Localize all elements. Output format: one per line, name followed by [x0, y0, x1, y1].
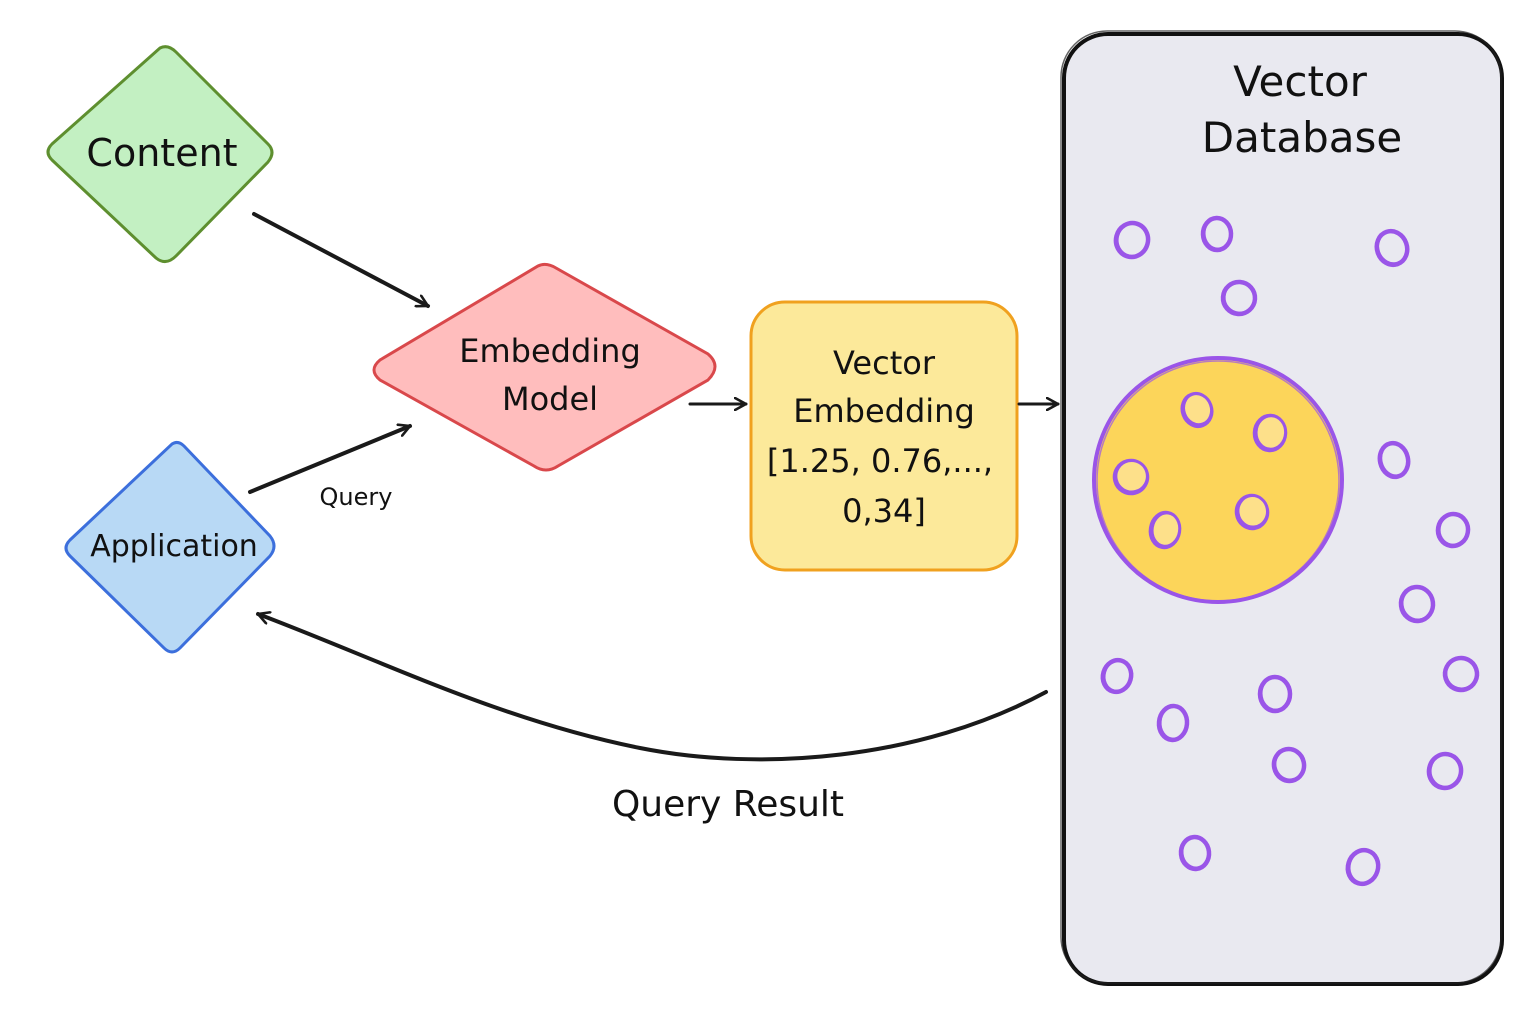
- vector-points: [1100, 215, 1480, 887]
- content-node[interactable]: Content: [46, 45, 274, 263]
- vector-point-similar: [1252, 413, 1288, 453]
- vector-point: [1345, 847, 1381, 887]
- content-label: Content: [86, 131, 237, 175]
- edge-database-to-application: [256, 614, 1048, 762]
- vector-point: [1374, 228, 1410, 268]
- vector-point: [1100, 657, 1134, 695]
- embedding-model-node[interactable]: Embedding Model: [372, 262, 717, 472]
- application-label: Application: [90, 529, 258, 564]
- vector-point: [1257, 674, 1293, 714]
- similarity-cluster-sketch-line: [1096, 360, 1340, 602]
- vector-embedding-label-line1: Vector: [833, 344, 936, 382]
- vector-point: [1220, 279, 1258, 317]
- vector-embedding-values-line1: [1.25, 0.76,...,: [767, 442, 993, 480]
- embedding-model-label-line1: Embedding: [459, 332, 641, 370]
- content-diamond-shape: [46, 45, 274, 263]
- vector-point: [1435, 511, 1471, 549]
- vector-database-title-line2: Database: [1202, 113, 1402, 162]
- vector-point-similar: [1112, 458, 1150, 496]
- vector-embedding-box: [749, 300, 1019, 572]
- vector-point: [1377, 440, 1411, 480]
- vector-embedding-node[interactable]: Vector Embedding [1.25, 0.76,..., 0,34]: [749, 300, 1019, 572]
- vector-embedding-values-line2: 0,34]: [842, 492, 926, 530]
- vector-point: [1426, 751, 1464, 791]
- vector-database-title-line1: Vector: [1233, 57, 1368, 106]
- query-result-edge-label: Query Result: [612, 784, 844, 825]
- edge-content-to-model: [252, 212, 430, 308]
- vector-point-similar: [1180, 391, 1214, 429]
- query-edge-label: Query: [320, 483, 393, 511]
- vector-embedding-label-line2: Embedding: [793, 392, 975, 430]
- vector-point: [1442, 655, 1480, 693]
- vector-point: [1398, 584, 1436, 624]
- application-node[interactable]: Application: [64, 440, 276, 654]
- vector-database-container-sketch-line: [1060, 30, 1502, 984]
- vector-point-similar: [1234, 493, 1270, 531]
- application-diamond-shape: [64, 440, 276, 654]
- embedding-model-diamond-shape: [372, 262, 717, 472]
- vector-point: [1271, 746, 1307, 784]
- vector-database-node[interactable]: Vector Database: [1060, 30, 1504, 986]
- embedding-model-label-line2: Model: [502, 380, 598, 418]
- edge-application-to-model: [248, 426, 412, 494]
- vector-point: [1156, 703, 1190, 743]
- vector-point: [1200, 215, 1234, 253]
- vector-point: [1178, 834, 1212, 872]
- vector-point-similar: [1148, 510, 1182, 550]
- vector-point: [1113, 220, 1151, 260]
